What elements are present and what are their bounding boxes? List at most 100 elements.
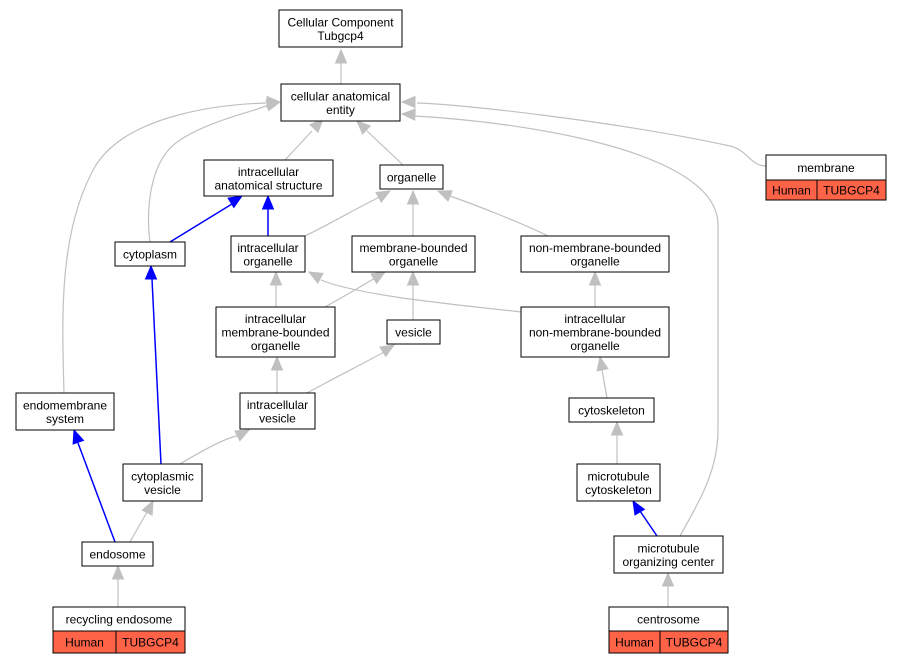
edge-line <box>77 442 116 543</box>
node-vesicle[interactable]: vesicle <box>386 319 441 345</box>
species-label: Human <box>615 636 654 650</box>
edge-line <box>449 195 549 237</box>
edge-inmbo-to-nmbo <box>588 270 602 307</box>
edge-mtoc-to-cae <box>400 108 719 537</box>
edge-line <box>639 510 658 537</box>
node-label: cytoskeleton <box>578 404 645 418</box>
edge-endomembrane-to-cae <box>62 95 282 394</box>
arrowhead <box>144 264 158 280</box>
edge-io-to-ias <box>261 194 275 236</box>
edge-mtoc-to-mtc <box>632 499 658 537</box>
node-label: organelle <box>570 254 620 268</box>
arrowhead <box>261 194 275 210</box>
node-label: cytoskeleton <box>585 483 652 497</box>
edge-membrane-to-cae <box>400 95 767 167</box>
arrowhead <box>632 499 646 516</box>
node-label: vesicle <box>144 483 181 497</box>
edge-centrosome-to-mtoc <box>661 571 675 607</box>
arrowhead <box>72 428 85 445</box>
edge-cytoplasm-to-ias <box>169 195 244 243</box>
node-label: organelle <box>251 339 301 353</box>
node-box <box>122 463 203 502</box>
node-label: intracellular <box>564 312 625 326</box>
node-label: organelle <box>387 171 437 185</box>
gene-label: TUBGCP4 <box>823 184 880 198</box>
node-cytoplasm[interactable]: cytoplasm <box>114 241 186 267</box>
edge-line <box>366 130 404 166</box>
edges <box>62 48 767 607</box>
edge-line <box>284 130 313 161</box>
node-label: microtubule <box>587 469 649 483</box>
node-box <box>520 235 670 273</box>
node-box <box>81 541 154 567</box>
arrowhead <box>588 270 602 286</box>
arrowhead <box>309 118 324 134</box>
edge-iv-to-vesicle <box>306 344 396 394</box>
node-endosome[interactable]: endosome <box>81 541 154 567</box>
edge-line <box>601 369 608 399</box>
node-cytoskeleton[interactable]: cytoskeleton <box>568 397 655 423</box>
node-label: intracellular <box>247 398 308 412</box>
node-label: Tubgcp4 <box>317 29 364 43</box>
node-label: organizing center <box>622 555 714 569</box>
edge-line <box>306 351 385 394</box>
node-label: intracellular <box>245 312 306 326</box>
node-label: membrane-bounded <box>221 326 329 340</box>
node-label: microtubule <box>637 541 699 555</box>
arrowhead <box>334 48 348 64</box>
edge-cv-to-cytoplasm <box>144 264 162 465</box>
edge-line <box>151 278 162 465</box>
edge-imbo-to-mbo <box>324 271 387 308</box>
node-label: recycling endosome <box>66 613 173 627</box>
node-label: organelle <box>389 254 439 268</box>
node-box <box>520 306 670 358</box>
arrowhead <box>610 420 624 436</box>
edge-iv-to-imbo <box>270 355 284 393</box>
node-organelle[interactable]: organelle <box>379 164 444 190</box>
edge-line <box>324 277 376 308</box>
edge-imbo-to-io <box>269 270 283 307</box>
edge-mbo-to-organelle <box>406 189 420 236</box>
arrowhead <box>400 95 416 109</box>
edge-cytoskeleton-to-inmbo <box>596 355 609 399</box>
node-box <box>576 463 661 502</box>
gene-cell <box>659 630 729 654</box>
node-box <box>15 392 115 431</box>
node-box <box>613 535 724 574</box>
arrowhead <box>227 195 244 209</box>
node-label: vesicle <box>395 326 432 340</box>
node-label: endomembrane <box>23 398 107 412</box>
edge-organelle-to-cae <box>356 120 404 166</box>
node-inmbo[interactable]: intracellularnon-membrane-boundedorganel… <box>520 306 670 358</box>
node-label: anatomical structure <box>214 178 322 192</box>
arrowhead <box>270 355 284 371</box>
node-box <box>379 164 444 190</box>
edge-cae-to-root <box>334 48 348 84</box>
arrowhead <box>400 108 416 121</box>
node-label: cytoplasm <box>123 248 177 262</box>
arrowhead <box>379 344 396 358</box>
edge-line <box>147 104 269 243</box>
edge-nmbo-to-organelle <box>436 190 549 237</box>
node-label: organelle <box>570 339 620 353</box>
node-label: centrosome <box>637 613 700 627</box>
